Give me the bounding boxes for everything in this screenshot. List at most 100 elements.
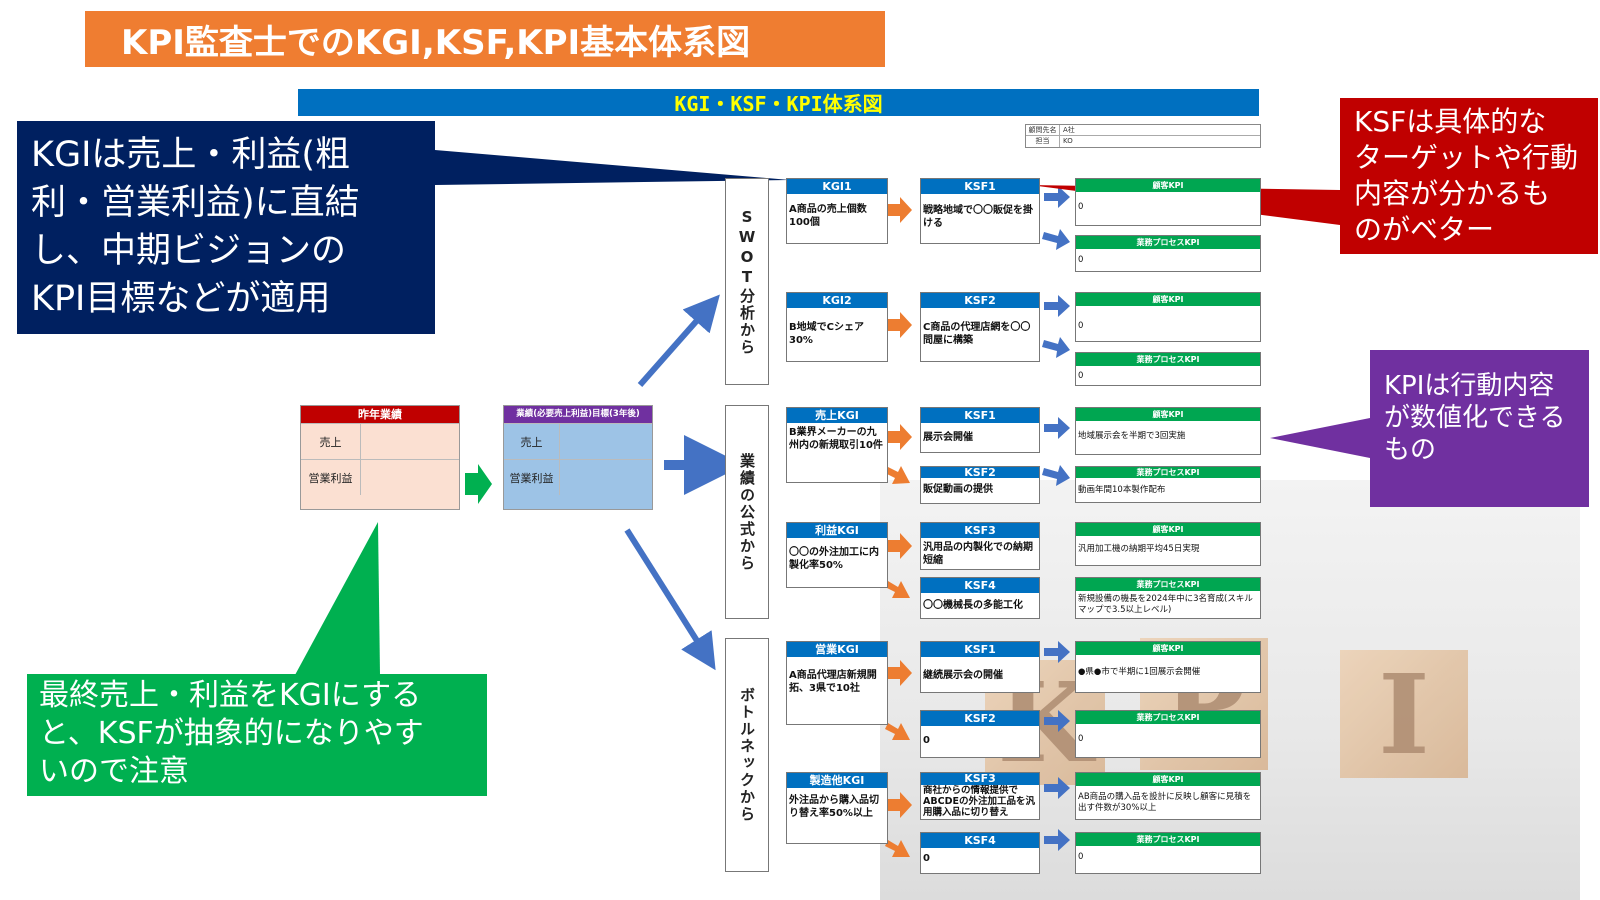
ksf-label: KSF1 [921, 179, 1039, 194]
kpi-block-i: I [1340, 649, 1468, 779]
kpi-label: 業務プロセスKPI [1076, 578, 1260, 591]
value-cell [560, 460, 652, 495]
ksf-box: KSF1 継続展示会の開催 [920, 641, 1040, 693]
kpi-label: 業務プロセスKPI [1076, 467, 1260, 478]
row-label: 営業利益 [301, 460, 361, 495]
kpi-box: 顧客KPI 0 [1075, 178, 1261, 226]
kpi-box: 顧客KPI 0 [1075, 292, 1261, 342]
value-cell [361, 460, 459, 495]
ksf-label: KSF1 [921, 642, 1039, 657]
kpi-callout: KPIは行動内容 が数値化できる もの [1370, 350, 1589, 507]
kpi-text: 0 [1078, 852, 1084, 862]
ksf-box: KSF1 戦略地域で〇〇販促を掛ける [920, 178, 1040, 244]
ksf-text: 販促動画の提供 [923, 484, 993, 495]
kgi-callout: KGIは売上・利益(粗 利・営業利益)に直結 し、中期ビジョンの KPI目標など… [17, 121, 435, 334]
section-swot: SWOT分析から [725, 178, 769, 385]
kpi-label: 顧客KPI [1076, 642, 1260, 655]
kpi-box: 業務プロセスKPI 新規設備の機長を2024年中に3名育成(スキルマップで3.5… [1075, 577, 1261, 619]
kpi-box: 業務プロセスKPI 0 [1075, 832, 1261, 874]
ksf-text: 0 [923, 853, 930, 864]
green-right-arrow [465, 464, 492, 504]
kpi-box: 業務プロセスKPI 0 [1075, 710, 1261, 758]
kpi-text: AB商品の購入品を設計に反映し顧客に見積を出す件数が30%以上 [1078, 792, 1252, 813]
kpi-text: 0 [1078, 255, 1084, 265]
final-callout: 最終売上・利益をKGIにする と、KSFが抽象的になりやす いので注意 [27, 674, 487, 796]
kpi-text: 0 [1078, 202, 1084, 212]
kpi-text: 0 [1078, 321, 1084, 331]
kgi-text: A商品の売上個数100個 [789, 204, 867, 228]
kgi-label: KGI1 [787, 179, 887, 194]
meta-row: 顧問先名 A社 [1026, 125, 1260, 136]
kgi-label: KGI2 [787, 293, 887, 308]
kpi-text: 動画年間10本製作配布 [1078, 485, 1166, 495]
kpi-box: 顧客KPI AB商品の購入品を設計に反映し顧客に見積を出す件数が30%以上 [1075, 772, 1261, 820]
kgi-callout-pointer [435, 150, 790, 185]
value-cell [560, 424, 652, 459]
client-info-table: 顧問先名 A社 担当 KO [1025, 124, 1261, 148]
kgi-text: B業界メーカーの九州内の新規取引10件 [789, 427, 883, 451]
kpi-text: ●県●市で半期に1回展示会開催 [1078, 667, 1201, 677]
ksf-label: KSF1 [921, 408, 1039, 423]
ksf-box: KSF2 販促動画の提供 [920, 466, 1040, 504]
kpi-label: 業務プロセスKPI [1076, 711, 1260, 724]
kpi-label: 業務プロセスKPI [1076, 236, 1260, 249]
kpi-box: 顧客KPI ●県●市で半期に1回展示会開催 [1075, 641, 1261, 693]
kgi-text: 〇〇の外注加工に内製化率50% [789, 547, 879, 571]
kpi-label: 業務プロセスKPI [1076, 353, 1260, 366]
kpi-label: 業務プロセスKPI [1076, 833, 1260, 846]
ksf-text: 戦略地域で〇〇販促を掛ける [923, 205, 1033, 229]
kpi-label: 顧客KPI [1076, 523, 1260, 536]
kpi-text: 汎用加工機の納期平均45日実現 [1078, 544, 1200, 554]
ksf-label: KSF2 [921, 711, 1039, 726]
ksf-text: 展示会開催 [923, 432, 973, 443]
kpi-label: 顧客KPI [1076, 293, 1260, 306]
kpi-text: 新規設備の機長を2024年中に3名育成(スキルマップで3.5以上レベル) [1078, 594, 1253, 615]
section-label: 業績の公式から [738, 452, 756, 572]
ksf-callout-text: KSFは具体的な ターゲットや行動 内容が分かるも のがベター [1354, 105, 1579, 246]
kpi-block-letter: I [1378, 649, 1430, 779]
kgi-box: 利益KGI 〇〇の外注加工に内製化率50% [786, 522, 888, 588]
ksf-label: KSF3 [921, 773, 1039, 785]
kgi-box: KGI1 A商品の売上個数100個 [786, 178, 888, 244]
kpi-box: 顧客KPI 地域展示会を半期で3回実施 [1075, 407, 1261, 455]
ksf-callout: KSFは具体的な ターゲットや行動 内容が分かるも のがベター [1340, 98, 1598, 254]
kpi-text: 0 [1078, 371, 1084, 381]
kpi-text: 0 [1078, 734, 1084, 744]
kgi-box: KGI2 B地域でCシェア30% [786, 292, 888, 362]
table-header: 業績(必要売上利益)目標(3年後) [504, 406, 652, 423]
ksf-label: KSF2 [921, 293, 1039, 308]
page-title: KPI監査士でのKGI,KSF,KPI基本体系図 [85, 11, 885, 67]
meta-value: KO [1063, 137, 1073, 145]
section-label: ボトルネックから [738, 687, 756, 823]
table-header: 昨年業績 [301, 406, 459, 423]
ksf-label: KSF3 [921, 523, 1039, 538]
ksf-box: KSF2 C商品の代理店網を〇〇問屋に構築 [920, 292, 1040, 362]
kgi-label: 利益KGI [787, 523, 887, 538]
kgi-label: 製造他KGI [787, 773, 887, 788]
ksf-text: 汎用品の内製化での納期短縮 [923, 542, 1033, 566]
ksf-text: 〇〇機械長の多能工化 [923, 600, 1023, 611]
kpi-box: 業務プロセスKPI 0 [1075, 235, 1261, 272]
kpi-box: 顧客KPI 汎用加工機の納期平均45日実現 [1075, 522, 1261, 566]
ksf-box: KSF4 0 [920, 832, 1040, 874]
kpi-box: 業務プロセスKPI 動画年間10本製作配布 [1075, 466, 1261, 503]
meta-row: 担当 KO [1026, 136, 1260, 147]
ksf-text: 継続展示会の開催 [923, 670, 1003, 681]
kpi-label: 顧客KPI [1076, 773, 1260, 786]
ksf-box: KSF3 商社からの情報提供でABCDEの外注加工品を汎用購入品に切り替え [920, 772, 1040, 820]
target-table: 業績(必要売上利益)目標(3年後) 売上 営業利益 [503, 405, 653, 510]
ksf-box: KSF3 汎用品の内製化での納期短縮 [920, 522, 1040, 570]
kpi-callout-text: KPIは行動内容 が数値化できる もの [1384, 371, 1566, 465]
section-formula: 業績の公式から [725, 405, 769, 619]
kgi-callout-text: KGIは売上・利益(粗 利・営業利益)に直結 し、中期ビジョンの KPI目標など… [31, 135, 360, 319]
kpi-callout-pointer [1270, 418, 1370, 458]
row-label: 売上 [504, 424, 560, 459]
ksf-box: KSF2 0 [920, 710, 1040, 758]
value-cell [361, 424, 459, 459]
final-callout-text: 最終売上・利益をKGIにする と、KSFが抽象的になりやす いので注意 [39, 678, 424, 789]
kgi-label: 売上KGI [787, 408, 887, 423]
arrow-to-bottleneck [624, 528, 716, 671]
section-label: SWOT分析から [738, 207, 756, 356]
kgi-text: 外注品から購入品切り替え率50%以上 [789, 795, 879, 819]
section-bottleneck: ボトルネックから [725, 638, 769, 872]
